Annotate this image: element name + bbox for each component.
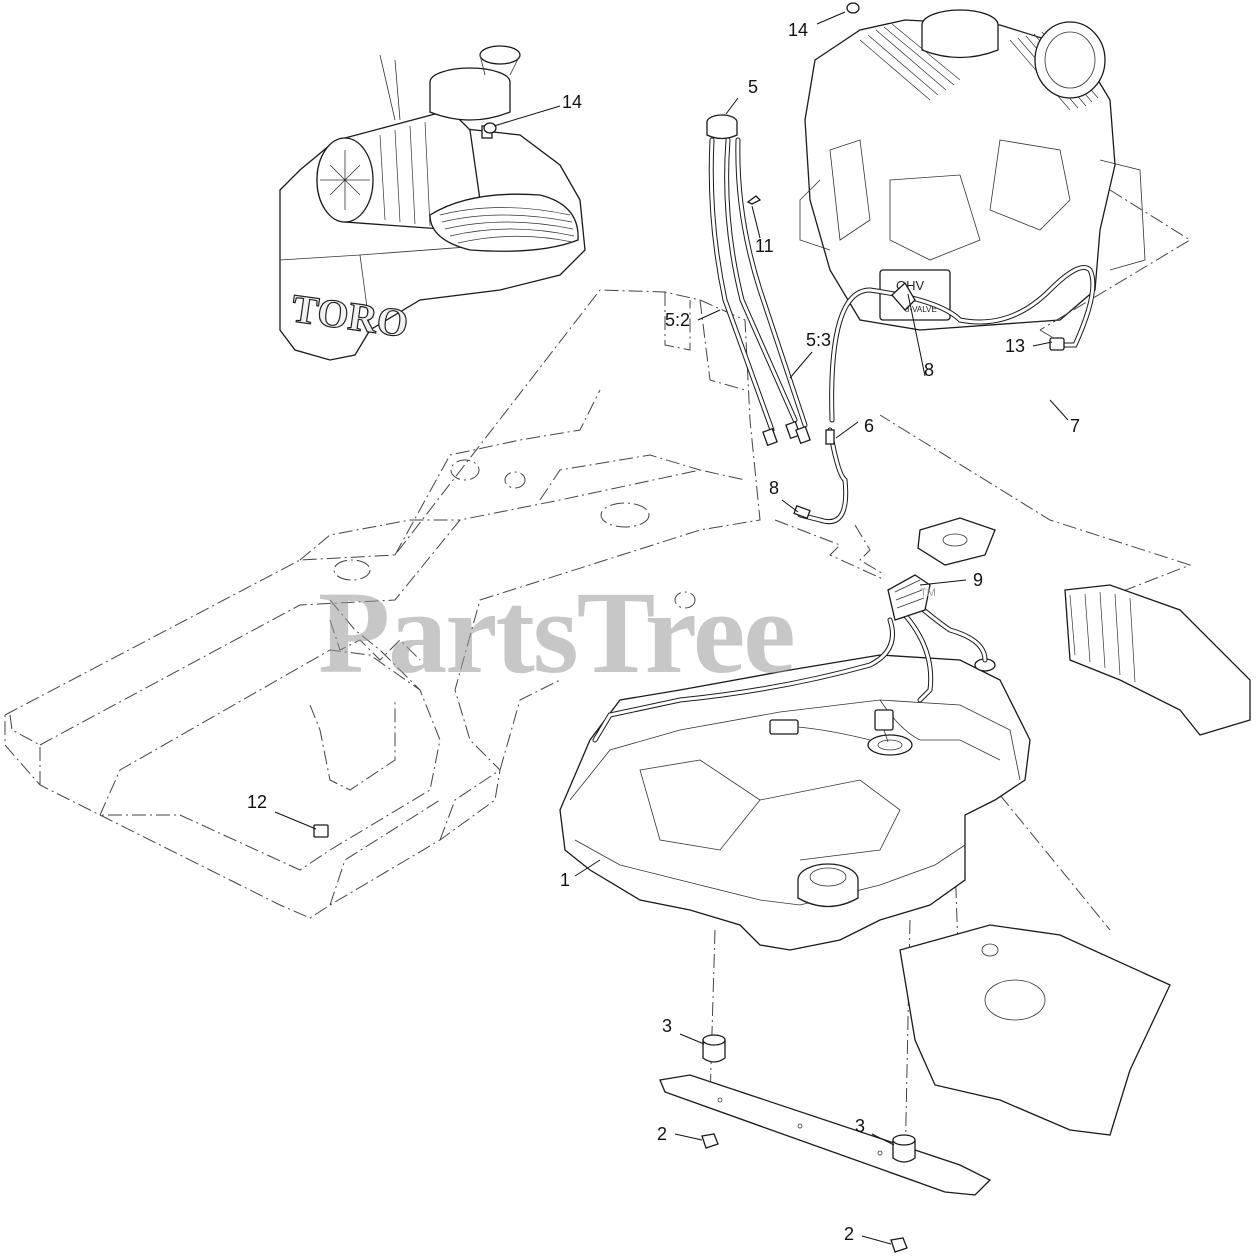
callout-3-right: 3 xyxy=(855,1116,865,1136)
callout-labels: 14 14 5 11 5:2 5:3 13 8 7 6 8 9 12 1 3 2… xyxy=(247,20,1080,1244)
callout-13: 13 xyxy=(1005,336,1025,356)
part-12-decal xyxy=(313,824,329,838)
callout-6: 6 xyxy=(864,416,874,436)
callout-5: 5 xyxy=(748,77,758,97)
brackets xyxy=(659,517,1251,1196)
chassis-frame xyxy=(4,289,761,919)
fuel-tank xyxy=(559,574,1031,951)
callout-11: 11 xyxy=(755,236,774,256)
callout-2-left: 2 xyxy=(657,1124,667,1144)
engine-8valve-badge: 8-VALVE xyxy=(905,305,937,314)
watermark-trademark: TM xyxy=(920,587,936,599)
callout-leaders xyxy=(274,11,1069,1245)
callout-8-lower: 8 xyxy=(769,478,779,498)
callout-3-left: 3 xyxy=(662,1016,672,1036)
callout-12: 12 xyxy=(247,792,267,812)
part-2-nut-a xyxy=(701,1133,719,1149)
callout-1: 1 xyxy=(560,870,570,890)
callout-8-upper: 8 xyxy=(924,360,934,380)
part-14-plug-b xyxy=(846,2,860,14)
callout-9: 9 xyxy=(973,570,983,590)
part-2-nut-b xyxy=(890,1237,908,1253)
assembly-guides xyxy=(709,189,1192,1171)
callout-14-top-right: 14 xyxy=(788,20,808,40)
small-parts xyxy=(313,2,916,1253)
callout-14-top-left: 14 xyxy=(562,92,582,112)
callout-7: 7 xyxy=(1070,416,1080,436)
engine-side-view: TORO xyxy=(279,45,586,361)
callout-5-3: 5:3 xyxy=(806,330,831,350)
engine-front-view: OHV 8-VALVE xyxy=(799,3,1146,331)
filler-neck-assembly xyxy=(706,114,1096,524)
callout-2-right: 2 xyxy=(844,1224,854,1244)
partstree-watermark: PartsTree xyxy=(318,567,794,698)
callout-5-2: 5:2 xyxy=(665,310,690,330)
part-14-plug-a xyxy=(483,122,497,134)
